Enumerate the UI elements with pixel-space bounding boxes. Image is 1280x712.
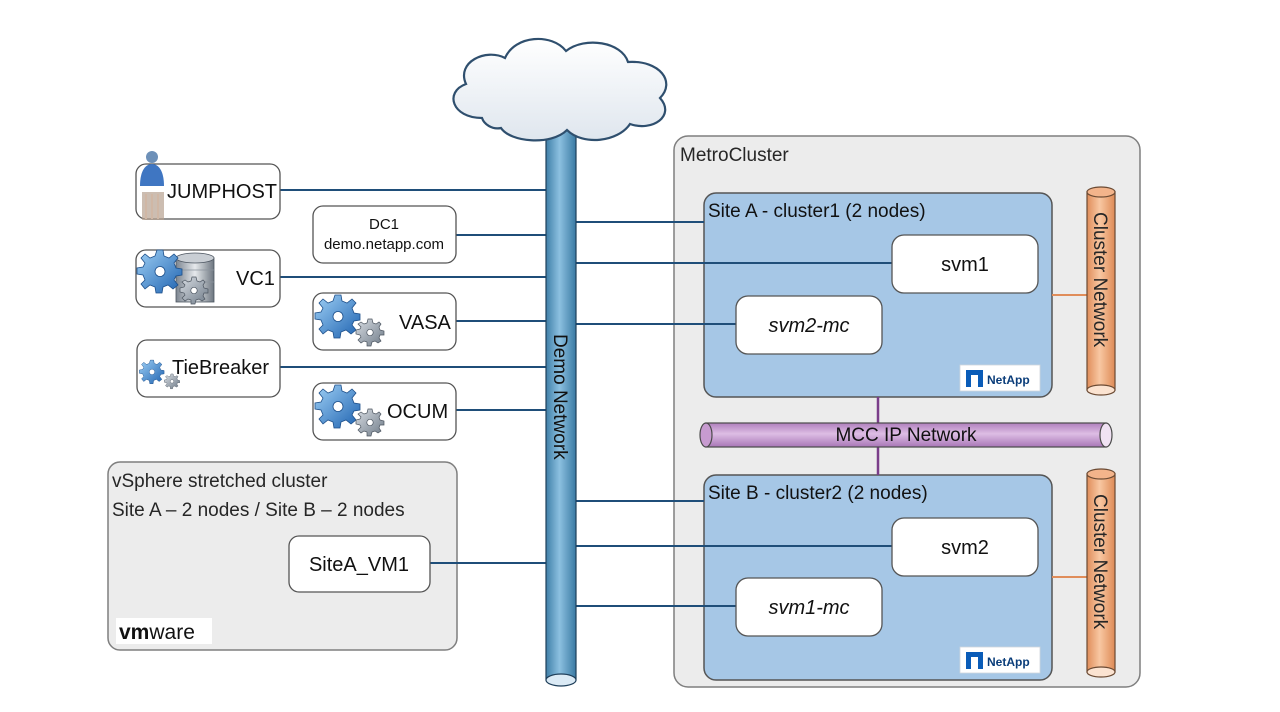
- vmware-logo-ware: ware: [148, 621, 195, 644]
- demo-network-label: Demo Network: [549, 334, 570, 460]
- svm2-node: svm2: [891, 517, 1039, 577]
- svm1-node: svm1: [891, 234, 1039, 294]
- vsphere-cluster-title: vSphere stretched cluster: [112, 471, 328, 492]
- svm2-label: svm2: [941, 537, 989, 559]
- gear-icon: [314, 384, 361, 429]
- vsphere-cluster-subtitle: Site A – 2 nodes / Site B – 2 nodes: [112, 500, 405, 521]
- vmware-logo-vm: vm: [119, 621, 149, 644]
- vsphere-cluster-container: [107, 461, 458, 651]
- person-icon: [140, 151, 164, 220]
- dc1-node: DC1 demo.netapp.com: [312, 205, 457, 264]
- ocum-node: OCUM: [312, 382, 457, 441]
- gear-icon: [355, 318, 385, 347]
- metrocluster-label: MetroCluster: [680, 145, 789, 166]
- netapp-logo-text-a: NetApp: [987, 373, 1030, 387]
- jumphost-label: JUMPHOST: [167, 181, 277, 203]
- dc1-name: DC1: [369, 216, 399, 233]
- gear-icon: [355, 408, 385, 437]
- svm1-mc-node: svm1-mc: [735, 577, 883, 637]
- svm1-label: svm1: [941, 254, 989, 276]
- site-b-label: Site B - cluster2 (2 nodes): [708, 483, 928, 504]
- netapp-logo-icon: NetApp: [959, 364, 1041, 392]
- gear-icon: [179, 276, 209, 305]
- dc1-domain: demo.netapp.com: [324, 236, 444, 253]
- svm1-mc-label: svm1-mc: [768, 597, 849, 619]
- vmware-logo-icon: vmware: [116, 618, 212, 644]
- cluster-network-pipe-b: Cluster Network: [1086, 468, 1116, 678]
- vc1-label: VC1: [236, 268, 275, 290]
- cloud-icon: [452, 37, 668, 142]
- cluster-network-label-a: Cluster Network: [1089, 212, 1110, 348]
- svm2-mc-node: svm2-mc: [735, 295, 883, 355]
- netapp-logo-icon: NetApp: [959, 646, 1041, 674]
- ocum-label: OCUM: [387, 401, 448, 423]
- tiebreaker-label: TieBreaker: [172, 357, 269, 379]
- sitea-vm1-node: SiteA_VM1: [288, 535, 431, 593]
- vc1-node: VC1: [135, 249, 281, 308]
- cluster-network-pipe-a: Cluster Network: [1086, 186, 1116, 396]
- jumphost-node: JUMPHOST: [135, 151, 281, 220]
- svg-text:vmware: vmware: [119, 621, 195, 644]
- vasa-label: VASA: [399, 312, 452, 334]
- tiebreaker-node: TieBreaker: [136, 339, 281, 398]
- sitea-vm1-label: SiteA_VM1: [309, 554, 409, 576]
- gear-icon: [139, 359, 165, 384]
- gear-icon: [314, 294, 361, 339]
- vasa-node: VASA: [312, 292, 457, 351]
- mcc-ip-network-pipe: MCC IP Network: [699, 422, 1113, 448]
- cluster-network-label-b: Cluster Network: [1089, 494, 1110, 630]
- netapp-logo-text-b: NetApp: [987, 655, 1030, 669]
- svm2-mc-label: svm2-mc: [768, 315, 849, 337]
- network-links: [280, 189, 892, 607]
- site-a-label: Site A - cluster1 (2 nodes): [708, 201, 926, 222]
- gear-icon: [136, 249, 183, 294]
- mcc-ip-network-label: MCC IP Network: [835, 425, 977, 446]
- demo-network-pipe: Demo Network: [545, 119, 577, 687]
